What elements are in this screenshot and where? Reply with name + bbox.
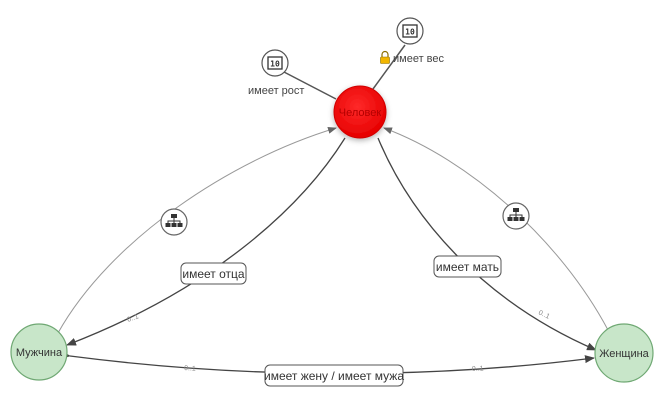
class-node-man-label: Мужчина: [16, 347, 63, 359]
attribute-weight[interactable]: 10: [396, 17, 424, 45]
multiplicity-spouse-right: 0..1: [472, 365, 484, 373]
relation-has-mother-label: имеет мать: [436, 260, 499, 274]
relation-has-spouse[interactable]: имеет жену / имеет мужа: [264, 364, 404, 387]
attribute-height[interactable]: 10: [261, 49, 289, 77]
relation-has-father-label: имеет отца: [182, 267, 245, 281]
relation-has-spouse-label: имеет жену / имеет мужа: [264, 369, 404, 383]
number-type-icon: 10: [267, 56, 283, 70]
relation-has-father[interactable]: имеет отца: [180, 262, 247, 285]
multiplicity-spouse-left: 0..1: [184, 365, 196, 373]
hierarchy-icon: [507, 208, 525, 221]
svg-text:10: 10: [405, 28, 415, 37]
hierarchy-icon: [165, 214, 183, 227]
class-node-person[interactable]: Человек: [333, 85, 387, 139]
svg-text:10: 10: [270, 60, 280, 69]
multiplicity-mother: 0..1: [537, 309, 551, 320]
edge-has-mother: [377, 137, 597, 351]
relation-has-mother[interactable]: имеет мать: [433, 255, 502, 278]
edge-man-subclass-of-person: [57, 126, 337, 334]
edge-weight-attribute: [372, 44, 406, 90]
class-node-woman[interactable]: Женщина: [594, 323, 654, 383]
lock-icon: [380, 50, 390, 64]
number-type-icon: 10: [402, 24, 418, 38]
edge-woman-subclass-of-person: [383, 127, 609, 331]
edge-height-attribute: [283, 71, 337, 100]
subclass-marker-woman[interactable]: [502, 202, 530, 230]
subclass-marker-man[interactable]: [160, 208, 188, 236]
attribute-weight-label: имеет вес: [393, 53, 445, 65]
attribute-height-label: имеет рост: [248, 85, 304, 97]
class-node-person-label: Человек: [339, 107, 382, 119]
multiplicity-father: 0..1: [126, 313, 139, 324]
class-node-man[interactable]: Мужчина: [10, 323, 68, 381]
edge-has-father: [66, 137, 346, 346]
class-node-woman-label: Женщина: [599, 348, 649, 360]
